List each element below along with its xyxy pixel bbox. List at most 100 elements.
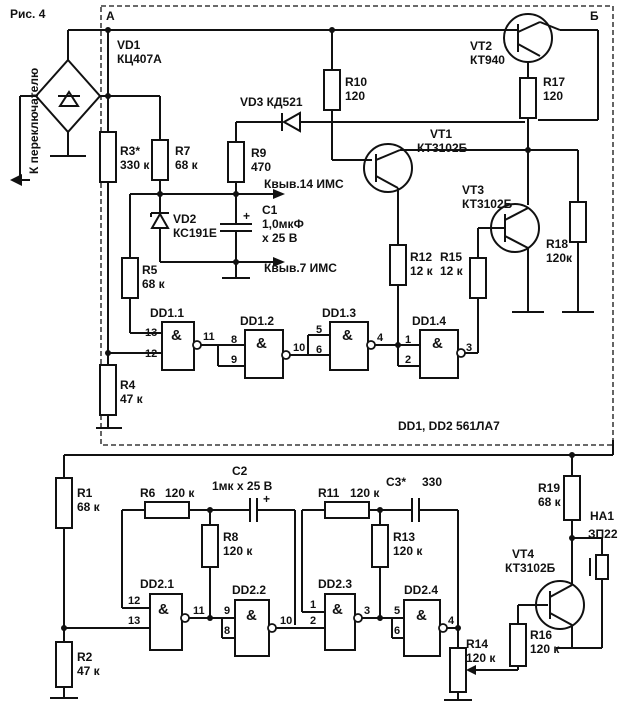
- ha1-buzzer: [595, 554, 609, 580]
- r13-resistor: [371, 524, 389, 568]
- r11-resistor: [324, 501, 370, 519]
- vt2-ref: VT2: [470, 39, 492, 53]
- pin14-label: Квыв.14 ИМС: [264, 177, 344, 191]
- gate-dd21: [149, 593, 190, 651]
- dd12-pin-a: 8: [231, 334, 237, 346]
- arrow-right-icon: [273, 189, 285, 199]
- r9-ref: R9: [251, 146, 267, 160]
- dd21-pin-b: 13: [128, 615, 140, 627]
- dd14-symbol: &: [432, 335, 443, 352]
- r14-potentiometer: [449, 647, 467, 693]
- ha1-type: ЗП22: [588, 527, 618, 541]
- r16-value: 120 к: [530, 642, 560, 656]
- wiper-arrow-icon: [466, 665, 476, 675]
- dd12-pin-b: 9: [231, 354, 237, 366]
- r6-resistor: [144, 501, 190, 519]
- vd2-ref: VD2: [173, 212, 197, 226]
- r4-resistor: [99, 364, 117, 416]
- dd23-pin-a: 1: [310, 599, 316, 611]
- gate-dd22: [234, 599, 277, 657]
- gate-dd11: [161, 321, 202, 371]
- c2-value: 1мк х 25 В: [212, 479, 273, 493]
- r5-value: 68 к: [142, 277, 166, 291]
- r15-ref: R15: [440, 250, 462, 264]
- vd3-ref: VD3 КД521: [240, 95, 303, 109]
- dd13-pin-a: 5: [316, 324, 322, 336]
- r12-ref: R12: [410, 250, 432, 264]
- dd22-symbol: &: [246, 607, 257, 624]
- figure-title: Рис. 4: [10, 7, 46, 21]
- vd1-type: КЦ407А: [117, 52, 162, 66]
- c2-ref: C2: [232, 464, 248, 478]
- node-a-label: А: [106, 9, 115, 23]
- vt1-transistor: [363, 143, 525, 245]
- dd24-ref: DD2.4: [404, 583, 438, 597]
- r7-value: 68 к: [175, 158, 199, 172]
- vd2-type: КС191Е: [173, 226, 217, 240]
- dd24-pin-a: 5: [394, 605, 400, 617]
- r12-resistor: [389, 244, 407, 286]
- r15-value: 12 к: [440, 264, 464, 278]
- dd22-pin-out: 10: [280, 615, 292, 627]
- r6-ref: R6: [140, 486, 156, 500]
- r17-ref: R17: [543, 75, 565, 89]
- c1-value: 1,0мкФ: [262, 217, 304, 231]
- r8-value: 120 к: [223, 544, 253, 558]
- vd1-ref: VD1: [117, 38, 141, 52]
- dd24-symbol: &: [416, 607, 427, 624]
- ha1-ref: HA1: [590, 509, 614, 523]
- dd24-pin-b: 6: [394, 625, 400, 637]
- gate-dd14: [419, 329, 466, 379]
- r1-ref: R1: [77, 486, 93, 500]
- r9-value: 470: [251, 160, 271, 174]
- dd13-symbol: &: [342, 327, 353, 344]
- ic-note: DD1, DD2 561ЛА7: [398, 419, 500, 433]
- r2-resistor: [55, 641, 73, 688]
- r7-resistor: [151, 139, 169, 181]
- dd14-pin-b: 2: [405, 354, 411, 366]
- r2-value: 47 к: [77, 664, 101, 678]
- r9-resistor: [227, 141, 245, 183]
- r5-ref: R5: [142, 263, 158, 277]
- dd22-pin-a: 9: [224, 605, 230, 617]
- r19-resistor: [563, 475, 581, 521]
- dd13-pin-b: 6: [316, 344, 322, 356]
- r10-value: 120: [345, 89, 365, 103]
- r8-resistor: [201, 524, 219, 568]
- r17-resistor: [519, 77, 537, 119]
- r11-value: 120 к: [350, 486, 380, 500]
- dd22-ref: DD2.2: [232, 583, 266, 597]
- r3-resistor: [99, 131, 117, 183]
- r13-ref: R13: [393, 530, 415, 544]
- r14-value: 120 к: [466, 651, 496, 665]
- r17-value: 120: [543, 89, 563, 103]
- svg-text:+: +: [263, 492, 270, 506]
- r18-value: 120к: [546, 251, 573, 265]
- r13-value: 120 к: [393, 544, 423, 558]
- r16-resistor: [509, 623, 527, 667]
- vd1-bridge: [10, 29, 108, 186]
- gate-dd23: [324, 593, 363, 651]
- gate-dd12: [244, 329, 291, 379]
- dd21-pin-a: 12: [128, 595, 140, 607]
- dd22-pin-b: 8: [224, 625, 230, 637]
- dd11-pin-a: 13: [145, 327, 157, 339]
- vt3-ref: VT3: [462, 183, 484, 197]
- r3-value: 330 к: [120, 158, 150, 172]
- dd11-pin-b: 12: [145, 348, 157, 360]
- dd12-symbol: &: [256, 335, 267, 352]
- vt2-transistor: [498, 13, 561, 78]
- dd23-ref: DD2.3: [318, 577, 352, 591]
- r18-resistor: [569, 201, 587, 243]
- r8-ref: R8: [223, 530, 239, 544]
- vt4-ref: VT4: [512, 547, 534, 561]
- vt3-type: КТ3102Б: [462, 197, 513, 211]
- arrow-left-icon: [10, 174, 22, 186]
- switch-label: К переключателю: [27, 68, 41, 174]
- enclosure-border: [100, 5, 614, 446]
- dd11-ref: DD1.1: [150, 306, 184, 320]
- r16-ref: R16: [530, 628, 552, 642]
- c3-value: 330: [422, 475, 442, 489]
- r14-ref: R14: [466, 637, 488, 651]
- dd23-symbol: &: [332, 601, 343, 618]
